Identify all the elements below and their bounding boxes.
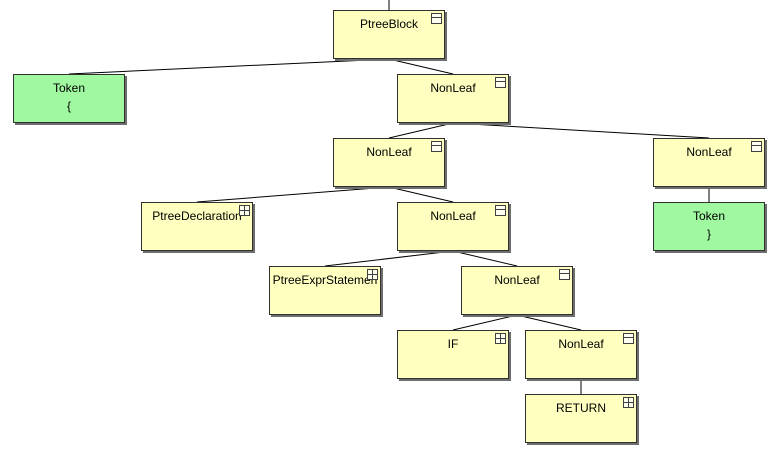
node-label: NonLeaf bbox=[686, 145, 732, 159]
node-label: Token bbox=[692, 209, 726, 223]
node-token-value: } bbox=[706, 227, 711, 241]
collapse-toggle-icon[interactable] bbox=[495, 77, 506, 88]
edge bbox=[388, 58, 454, 75]
node-nonleaf[interactable]: NonLeaf bbox=[397, 202, 509, 251]
expand-toggle-icon[interactable] bbox=[367, 269, 378, 280]
node-ptreedeclaration[interactable]: PtreeDeclaration bbox=[141, 202, 253, 251]
collapse-toggle-icon[interactable] bbox=[751, 141, 762, 152]
node-label: Token bbox=[52, 81, 86, 95]
node-ptreeblock[interactable]: PtreeBlock bbox=[333, 10, 445, 59]
node-return[interactable]: RETURN bbox=[525, 394, 637, 443]
node-label: RETURN bbox=[556, 401, 606, 415]
collapse-toggle-icon[interactable] bbox=[559, 269, 570, 280]
node-label: NonLeaf bbox=[558, 337, 604, 351]
expand-toggle-icon[interactable] bbox=[239, 205, 250, 216]
node-label: NonLeaf bbox=[494, 273, 540, 287]
edge bbox=[324, 250, 454, 267]
edge bbox=[452, 314, 518, 331]
node-label: PtreeBlock bbox=[359, 17, 419, 31]
edge bbox=[516, 314, 582, 331]
collapse-toggle-icon[interactable] bbox=[495, 205, 506, 216]
node-if[interactable]: IF bbox=[397, 330, 509, 379]
node-nonleaf[interactable]: NonLeaf bbox=[525, 330, 637, 379]
node-label: NonLeaf bbox=[366, 145, 412, 159]
node-token-close-brace[interactable]: Token } bbox=[653, 202, 765, 251]
edge bbox=[452, 250, 518, 267]
node-nonleaf[interactable]: NonLeaf bbox=[653, 138, 765, 187]
node-label: PtreeExprStatemen bbox=[272, 273, 378, 287]
node-nonleaf[interactable]: NonLeaf bbox=[397, 74, 509, 123]
collapse-toggle-icon[interactable] bbox=[623, 333, 634, 344]
edge bbox=[452, 122, 710, 139]
node-nonleaf[interactable]: NonLeaf bbox=[461, 266, 573, 315]
edge bbox=[388, 186, 454, 203]
node-nonleaf[interactable]: NonLeaf bbox=[333, 138, 445, 187]
expand-toggle-icon[interactable] bbox=[495, 333, 506, 344]
collapse-toggle-icon[interactable] bbox=[431, 141, 442, 152]
node-label: NonLeaf bbox=[430, 81, 476, 95]
edge bbox=[388, 122, 454, 139]
node-token-value: { bbox=[66, 99, 71, 113]
node-token-open-brace[interactable]: Token { bbox=[13, 74, 125, 123]
edge bbox=[68, 58, 390, 75]
node-label: IF bbox=[447, 337, 459, 351]
node-ptreeexprstatement[interactable]: PtreeExprStatemen bbox=[269, 266, 381, 315]
edge bbox=[196, 186, 390, 203]
node-label: NonLeaf bbox=[430, 209, 476, 223]
node-label: PtreeDeclaration bbox=[152, 209, 242, 223]
collapse-toggle-icon[interactable] bbox=[431, 13, 442, 24]
expand-toggle-icon[interactable] bbox=[623, 397, 634, 408]
